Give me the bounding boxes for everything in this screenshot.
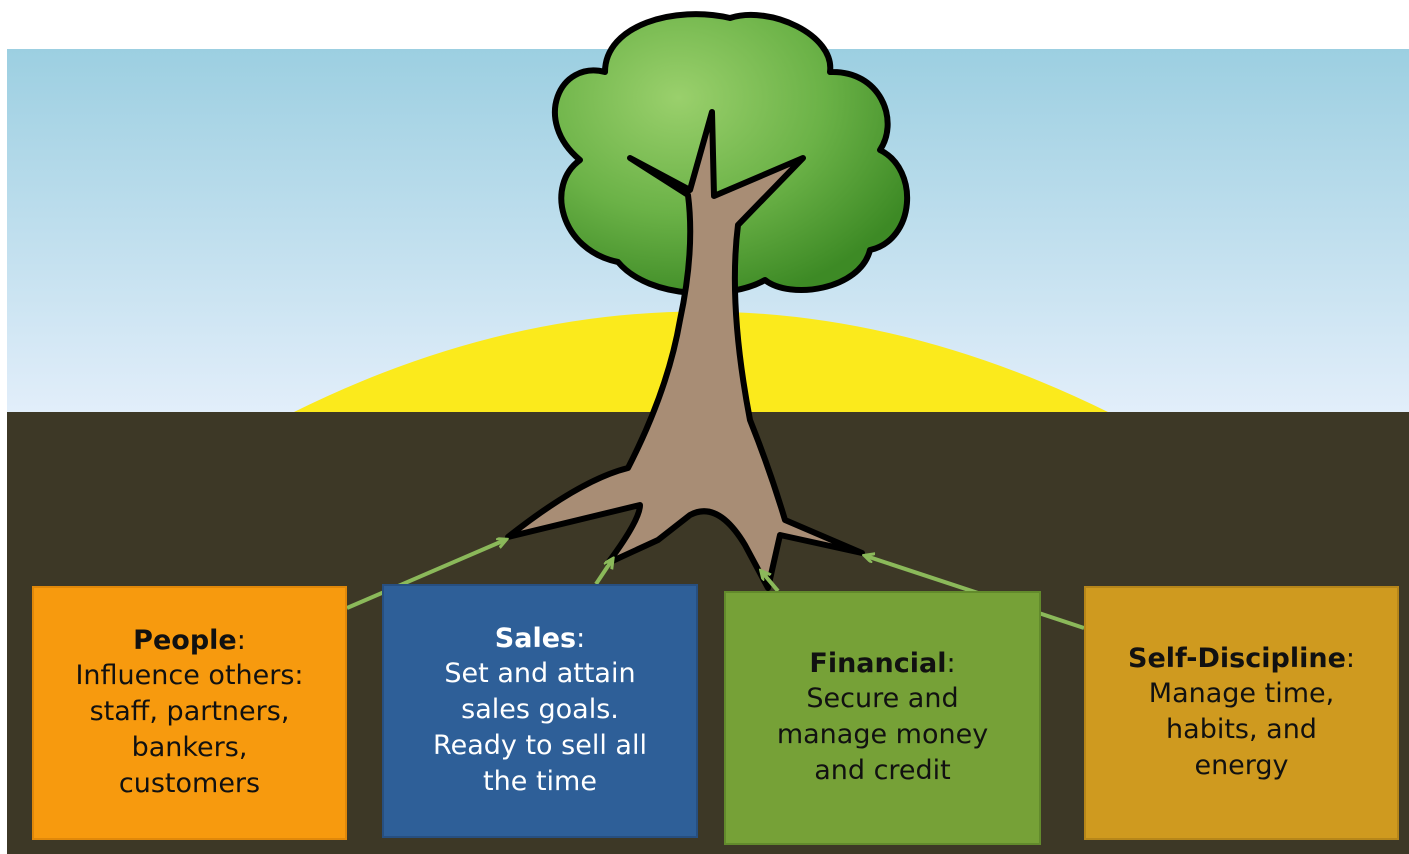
people-line: Influence others: [75, 660, 304, 692]
people-title: People [133, 625, 237, 657]
people-line: customers [118, 767, 261, 799]
sales-box: Sales: Set and attain sales goals. Ready… [382, 584, 698, 838]
self-discipline-body: Manage time, habits, and energy [1149, 676, 1334, 784]
sales-colon: : [576, 623, 586, 655]
sales-line: the time [483, 765, 597, 797]
financial-box: Financial: Secure and manage money and c… [724, 591, 1041, 845]
sales-line: sales goals. [461, 693, 619, 725]
self-discipline-line: Manage time, [1148, 678, 1335, 710]
sales-heading: Sales: [495, 622, 585, 656]
arrow-financial [762, 572, 780, 593]
people-body: Influence others: staff, partners, banke… [75, 658, 303, 802]
people-line: bankers, [131, 731, 248, 763]
financial-heading: Financial: [809, 647, 955, 681]
people-colon: : [236, 625, 246, 657]
financial-body: Secure and manage money and credit [777, 681, 988, 789]
people-heading: People: [133, 624, 246, 658]
financial-line: manage money [776, 718, 989, 750]
self-discipline-line: habits, and [1166, 713, 1317, 745]
sales-body: Set and attain sales goals. Ready to sel… [433, 656, 647, 800]
self-discipline-title: Self-Discipline [1128, 643, 1346, 675]
financial-line: and credit [814, 754, 951, 786]
people-line: staff, partners, [89, 695, 290, 727]
sales-title: Sales [494, 623, 577, 655]
sales-line: Set and attain [444, 658, 636, 690]
financial-colon: : [946, 648, 956, 680]
tree-foliage [551, 11, 911, 297]
arrow-sales [594, 560, 612, 586]
self-discipline-heading: Self-Discipline: [1128, 642, 1355, 676]
financial-title: Financial [809, 648, 947, 680]
self-discipline-colon: : [1345, 643, 1355, 675]
self-discipline-line: energy [1194, 749, 1289, 781]
arrow-people [346, 540, 505, 610]
sales-line: Ready to sell all [433, 729, 647, 761]
people-box: People: Influence others: staff, partner… [32, 586, 347, 840]
financial-line: Secure and [806, 683, 959, 715]
self-discipline-box: Self-Discipline: Manage time, habits, an… [1084, 586, 1399, 840]
